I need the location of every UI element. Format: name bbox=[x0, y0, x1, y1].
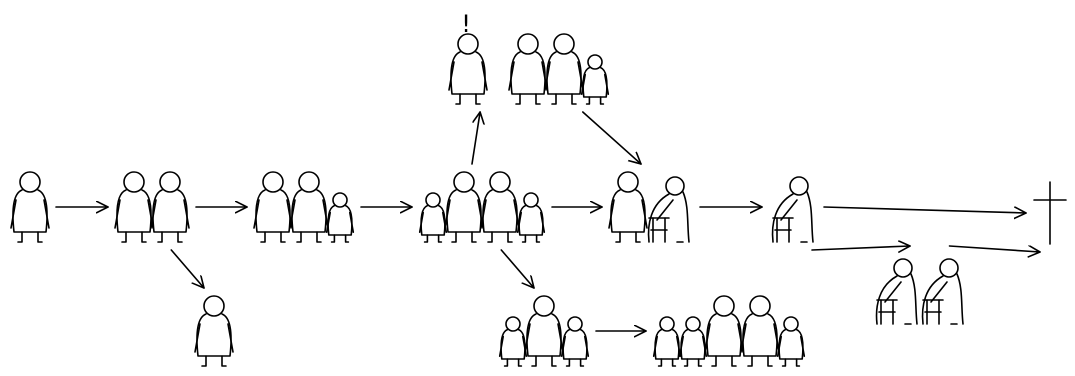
elder-walker-figure bbox=[647, 176, 690, 243]
adult-figure bbox=[524, 295, 564, 367]
child-figure bbox=[498, 316, 528, 367]
adult-figure bbox=[704, 295, 744, 367]
adult-figure bbox=[740, 295, 780, 367]
arrow-family-others-to-elderly-couple bbox=[581, 111, 642, 165]
adult-figure bbox=[608, 171, 648, 243]
adult-figure bbox=[448, 33, 488, 105]
arrow-elderly-single-to-death bbox=[823, 206, 1027, 213]
elder-walker-figure bbox=[921, 258, 964, 325]
adult-figure bbox=[150, 171, 190, 243]
adult-figure bbox=[253, 171, 293, 243]
elder-walker-figure bbox=[771, 176, 814, 243]
child-figure bbox=[776, 316, 806, 367]
node-single-parent bbox=[498, 295, 590, 367]
node-elderly-couple bbox=[608, 171, 690, 243]
cross-icon bbox=[1033, 181, 1067, 245]
arrow-elderly-pair-to-death bbox=[948, 245, 1041, 252]
node-young-family bbox=[253, 171, 355, 243]
child-figure bbox=[325, 192, 355, 243]
arrow-couple-to-single-split bbox=[170, 249, 205, 289]
child-figure bbox=[516, 192, 546, 243]
node-blended-family bbox=[652, 295, 806, 367]
child-figure bbox=[580, 54, 610, 105]
adult-figure bbox=[544, 33, 584, 105]
child-figure bbox=[560, 316, 590, 367]
node-single bbox=[10, 171, 50, 243]
node-single-split bbox=[194, 295, 234, 367]
elder-walker-figure bbox=[875, 258, 918, 325]
adult-figure bbox=[444, 171, 484, 243]
child-figure bbox=[418, 192, 448, 243]
arrow-family-to-family-alert bbox=[471, 111, 480, 165]
adult-figure bbox=[10, 171, 50, 243]
alert-mark: ! bbox=[461, 10, 471, 38]
adult-figure bbox=[480, 171, 520, 243]
adult-figure bbox=[508, 33, 548, 105]
child-figure bbox=[652, 316, 682, 367]
node-elderly-single bbox=[771, 176, 814, 243]
node-family-others bbox=[508, 33, 610, 105]
arrow-family-to-single-parent bbox=[500, 249, 535, 289]
adult-figure bbox=[289, 171, 329, 243]
node-family bbox=[418, 171, 546, 243]
arrow-elderly-single-to-elderly-pair bbox=[811, 246, 911, 250]
adult-figure bbox=[114, 171, 154, 243]
node-elderly-pair bbox=[875, 258, 964, 325]
node-family-alert: ! bbox=[448, 10, 488, 105]
child-figure bbox=[678, 316, 708, 367]
node-couple bbox=[114, 171, 190, 243]
adult-figure bbox=[194, 295, 234, 367]
